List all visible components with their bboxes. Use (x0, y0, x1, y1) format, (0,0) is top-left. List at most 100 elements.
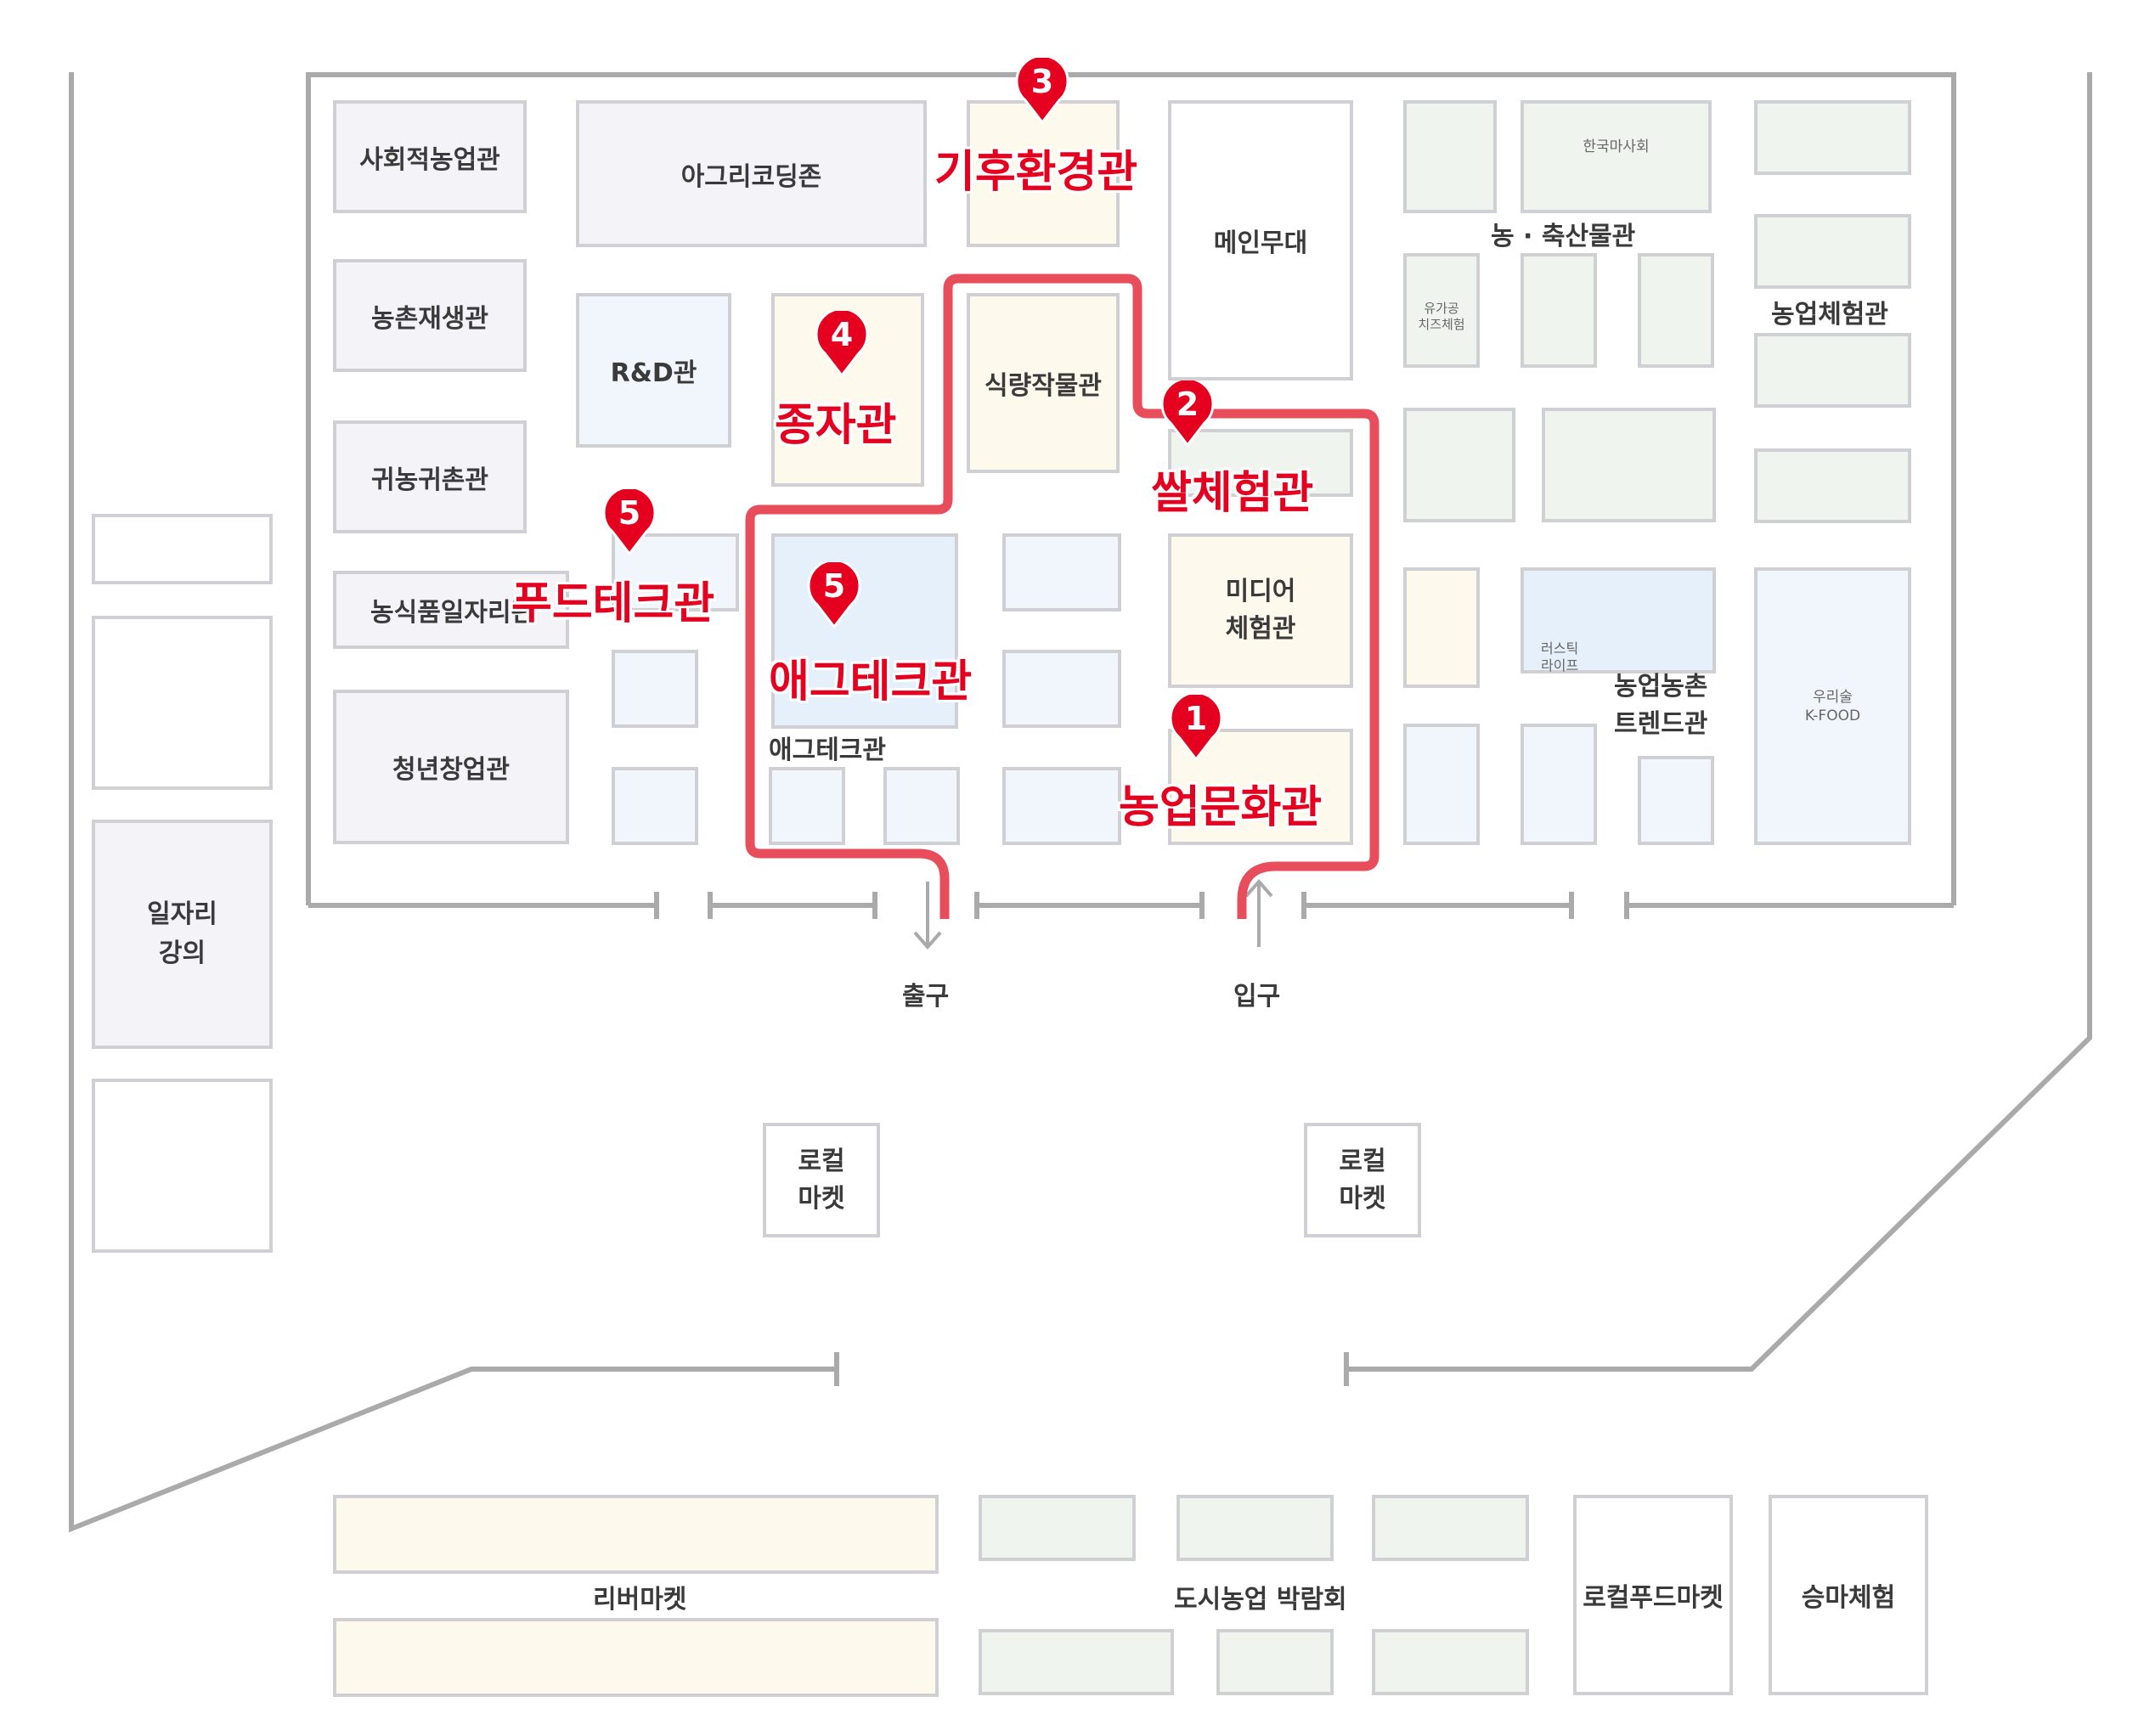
booth-agtech[interactable] (771, 533, 958, 729)
pin-5-agtech[interactable]: 5 (805, 562, 863, 630)
label-farm-experience: 농업체험관 (1771, 300, 1888, 330)
booth-rural-regen[interactable]: 농촌재생관 (333, 259, 527, 372)
label-local-market-2b: 마켓 (1339, 1183, 1386, 1214)
exit-label: 출구 (902, 982, 950, 1012)
pin-2[interactable]: 2 (1159, 380, 1216, 448)
label-food-crops: 식량작물관 (985, 371, 1102, 401)
pin-3[interactable]: 3 (1013, 58, 1071, 126)
label-livestock: 농 · 축산물관 (1491, 222, 1636, 251)
booth-kfood[interactable]: 우리술 K-FOOD (1754, 567, 1911, 845)
booth-youth-startup[interactable]: 청년창업관 (333, 690, 569, 844)
label-social-farming: 사회적농업관 (359, 144, 500, 175)
booth-local-market-1[interactable]: 로컬 마켓 (763, 1123, 880, 1237)
label-local-food-market: 로컬푸드마켓 (1583, 1583, 1724, 1613)
label-youth-startup: 청년창업관 (392, 755, 510, 785)
booth-media[interactable]: 미디어 체험관 (1168, 533, 1353, 688)
booth-rustic[interactable]: 러스틱 라이프 (1521, 567, 1716, 674)
booth-urban-farm-c[interactable] (1372, 1495, 1529, 1561)
pin-4[interactable]: 4 (813, 311, 871, 379)
booth-jobs-lecture[interactable]: 일자리 강의 (92, 820, 273, 1049)
booth-cream-small[interactable] (1403, 567, 1480, 688)
pin-1-number: 1 (1184, 700, 1208, 737)
booth-trend-b[interactable] (1521, 724, 1597, 845)
booth-horse-society[interactable]: 한국마사회 (1521, 100, 1712, 213)
label-trend: 농업농촌 트렌드관 (1614, 668, 1707, 743)
booth-farm-exp-a[interactable] (1754, 100, 1911, 175)
booth-return-farm[interactable]: 귀농귀촌관 (333, 420, 527, 533)
label-media-2: 체험관 (1225, 614, 1296, 644)
booth-dairy[interactable]: 유가공 치즈체험 (1403, 253, 1480, 368)
booth-farm-exp-b[interactable] (1754, 214, 1911, 289)
route-line (745, 273, 1379, 919)
booth-horse-riding[interactable]: 승마체험 (1769, 1495, 1928, 1695)
map-pin-icon (815, 311, 869, 378)
booth-agtech-c[interactable] (612, 650, 698, 728)
pin-3-number: 3 (1030, 63, 1054, 100)
booth-social-farming[interactable]: 사회적농업관 (333, 100, 527, 213)
booth-climate-env[interactable] (967, 100, 1120, 247)
booth-urban-farm-d[interactable] (979, 1629, 1174, 1695)
booth-local-food-market[interactable]: 로컬푸드마켓 (1573, 1495, 1733, 1695)
label-local-market-2a: 로컬 (1339, 1146, 1386, 1176)
booth-agtech-b[interactable] (1002, 650, 1121, 728)
label-dairy-2: 치즈체험 (1418, 317, 1465, 332)
booth-trend-a[interactable] (1403, 724, 1480, 845)
booth-livestock-a[interactable] (1403, 100, 1497, 213)
booth-trend-c[interactable] (1638, 756, 1714, 845)
booth-farm-exp-c[interactable] (1754, 333, 1911, 408)
pin-5-foodtech[interactable]: 5 (601, 489, 658, 557)
booth-rice-exp[interactable] (1168, 429, 1353, 497)
label-rustic-2: 라이프 (1541, 657, 1579, 674)
label-agri-coding: 아그리코딩존 (680, 161, 822, 192)
booth-river-market-a[interactable] (333, 1495, 939, 1574)
booth-main-stage[interactable]: 메인무대 (1168, 100, 1353, 380)
booth-left-a[interactable] (92, 514, 273, 584)
label-jobs-2: 강의 (158, 938, 206, 968)
pin-2-number: 2 (1176, 386, 1199, 423)
label-rustic-1: 러스틱 (1541, 640, 1579, 657)
label-dairy-1: 유가공 (1424, 301, 1459, 316)
booth-livestock-e[interactable] (1542, 408, 1716, 522)
pin-1[interactable]: 1 (1167, 695, 1225, 763)
label-river-market: 리버마켓 (593, 1585, 687, 1615)
label-kfood-2: K-FOOD (1804, 707, 1861, 724)
booth-local-market-2[interactable]: 로컬 마켓 (1304, 1123, 1421, 1237)
booth-agri-food-jobs[interactable]: 농식품일자리관 (333, 571, 569, 649)
label-agri-food-jobs: 농식품일자리관 (370, 598, 535, 628)
highlight-rice-exp: 쌀체험관 (1151, 468, 1314, 519)
booth-food-crops[interactable]: 식량작물관 (967, 293, 1120, 473)
booth-river-market-b[interactable] (333, 1618, 939, 1697)
map-pin-icon (1015, 58, 1069, 125)
booth-urban-farm-a[interactable] (979, 1495, 1136, 1561)
label-rnd: R&D관 (610, 358, 697, 388)
label-trend-2: 트렌드관 (1614, 709, 1708, 739)
pin-5-agtech-number: 5 (822, 567, 846, 605)
map-pin-icon (807, 562, 861, 629)
label-return-farm: 귀농귀촌관 (371, 465, 488, 495)
booth-livestock-d[interactable] (1403, 408, 1515, 522)
highlight-climate-env: 기후환경관 (934, 147, 1138, 198)
booth-livestock-c[interactable] (1638, 253, 1714, 368)
booth-urban-farm-b[interactable] (1176, 1495, 1334, 1561)
booth-agtech-g[interactable] (1002, 767, 1121, 845)
label-trend-1: 농업농촌 (1614, 672, 1708, 702)
booth-left-b[interactable] (92, 616, 273, 790)
booth-agri-coding[interactable]: 아그리코딩존 (576, 100, 927, 247)
booth-urban-farm-f[interactable] (1372, 1629, 1529, 1695)
booth-agtech-a[interactable] (1002, 533, 1121, 612)
map-pin-icon (602, 489, 657, 556)
booth-left-c[interactable] (92, 1079, 273, 1253)
highlight-agri-culture: 농업문화관 (1119, 782, 1323, 833)
booth-urban-farm-e[interactable] (1216, 1629, 1334, 1695)
label-local-market-1b: 마켓 (798, 1183, 845, 1214)
pin-5-foodtech-number: 5 (618, 494, 641, 532)
booth-agtech-d[interactable] (612, 767, 698, 845)
booth-rnd[interactable]: R&D관 (576, 293, 731, 448)
booth-livestock-b[interactable] (1521, 253, 1597, 368)
booth-agtech-e[interactable] (769, 767, 845, 845)
booth-farm-exp-d[interactable] (1754, 448, 1911, 523)
label-main-stage: 메인무대 (1213, 228, 1308, 258)
booth-agtech-f[interactable] (883, 767, 960, 845)
